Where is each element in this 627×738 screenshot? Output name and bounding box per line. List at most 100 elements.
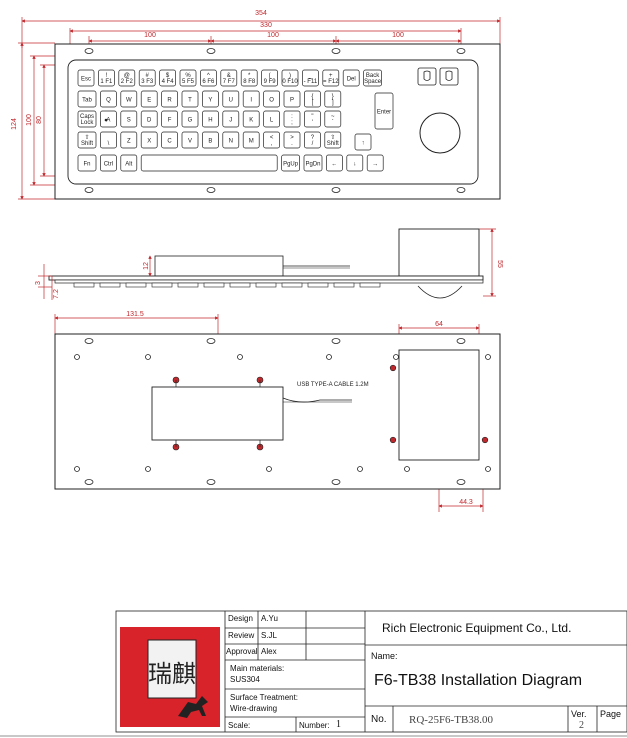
key-label: W xyxy=(126,98,132,104)
key-label: E xyxy=(147,98,151,104)
surface-value: Wire-drawing xyxy=(230,704,278,713)
key-label: ↓ xyxy=(353,162,356,168)
key xyxy=(118,69,136,87)
no-value: RQ-25F6-TB38.00 xyxy=(409,714,494,726)
key xyxy=(326,154,343,172)
key xyxy=(179,69,197,87)
key xyxy=(202,90,219,108)
key-label: T xyxy=(188,98,192,104)
key-label: ↑ xyxy=(362,141,365,147)
key xyxy=(374,92,394,130)
key xyxy=(98,69,115,87)
key-label: )0 F10 xyxy=(282,73,298,85)
key-label: X xyxy=(147,139,151,145)
key-label: H xyxy=(208,118,212,124)
key-label: PgUp xyxy=(283,162,299,168)
key xyxy=(140,90,158,108)
key xyxy=(283,90,301,108)
key xyxy=(261,69,278,87)
key-label: Z xyxy=(127,139,131,145)
key xyxy=(161,110,178,128)
key-label: ← xyxy=(331,162,337,168)
key xyxy=(200,69,217,87)
drawing-title: F6-TB38 Installation Diagram xyxy=(374,672,583,689)
ver-value: 2 xyxy=(579,720,584,731)
dim-pitch-3: 100 xyxy=(392,32,404,39)
key xyxy=(181,90,199,108)
key-label: (9 F9 xyxy=(264,73,277,85)
key xyxy=(324,131,342,149)
top-dimensions xyxy=(18,17,501,200)
key-label: U xyxy=(229,98,233,104)
key xyxy=(138,69,156,87)
dim-height-100: 100 xyxy=(26,114,33,126)
key xyxy=(120,131,138,149)
key xyxy=(304,110,321,128)
key xyxy=(159,69,176,87)
key xyxy=(77,110,97,128)
key-label: O xyxy=(269,98,274,104)
key xyxy=(181,131,199,149)
key-label: *8 F8 xyxy=(243,73,256,85)
key-label: C xyxy=(167,139,172,145)
key xyxy=(100,154,117,172)
mouse-buttons xyxy=(417,67,459,86)
approval-label: Approval xyxy=(226,647,258,656)
key-label: M xyxy=(249,139,254,145)
key xyxy=(77,154,97,172)
trackball-module-bottom xyxy=(398,349,480,461)
key xyxy=(346,154,364,172)
trackball-icon xyxy=(419,112,461,154)
key-label: {[ xyxy=(311,94,313,106)
key xyxy=(202,110,219,128)
key xyxy=(77,90,97,108)
key xyxy=(120,90,138,108)
key xyxy=(304,131,321,149)
key-label: V xyxy=(188,139,192,145)
name-label: Name: xyxy=(371,651,398,661)
key xyxy=(100,110,117,128)
key xyxy=(220,69,238,87)
key xyxy=(366,154,384,172)
design-label: Design xyxy=(228,614,253,623)
dim-offset-443: 44.3 xyxy=(459,499,473,506)
key xyxy=(283,110,301,128)
dim-overall-width: 354 xyxy=(255,10,267,17)
key xyxy=(283,131,301,149)
key-label: <, xyxy=(270,135,274,147)
key-label: !1 F1 xyxy=(100,73,113,85)
title-block xyxy=(0,610,627,737)
key-label: Esc xyxy=(81,77,91,83)
key xyxy=(242,131,260,149)
key-label: %5 F5 xyxy=(182,73,195,85)
key-label: &7 F7 xyxy=(223,73,236,85)
key-label: ⇧Shift xyxy=(327,134,339,147)
key-label: N xyxy=(229,139,233,145)
key-label: }] xyxy=(332,94,334,106)
key-label: → xyxy=(372,162,378,168)
trackball-screws xyxy=(389,364,489,444)
number-value: 1 xyxy=(336,719,341,730)
key xyxy=(263,131,280,149)
ver-label: Ver. xyxy=(571,709,587,719)
key-label: Q xyxy=(106,98,111,104)
number-label: Number: xyxy=(299,721,330,730)
key-label: >. xyxy=(290,135,294,147)
dim-thickness-72: 7.2 xyxy=(53,289,60,299)
cable-label: USB TYPE-A CABLE 1.2M xyxy=(297,382,369,388)
controller-box xyxy=(151,386,284,441)
key-grid: Esc!1 F1@2 F2#3 F3$4 F4%5 F5^6 F6&7 F7*8… xyxy=(77,69,394,172)
logo-horse xyxy=(178,696,208,718)
key xyxy=(324,110,342,128)
key-label: P xyxy=(290,98,294,104)
key xyxy=(363,69,382,87)
key-label: F xyxy=(168,118,172,124)
page-label: Page xyxy=(600,709,622,719)
key xyxy=(303,154,323,172)
caps-led-icon xyxy=(104,118,108,122)
key-label: Ctrl xyxy=(104,162,113,168)
trackball-housing xyxy=(398,228,480,277)
